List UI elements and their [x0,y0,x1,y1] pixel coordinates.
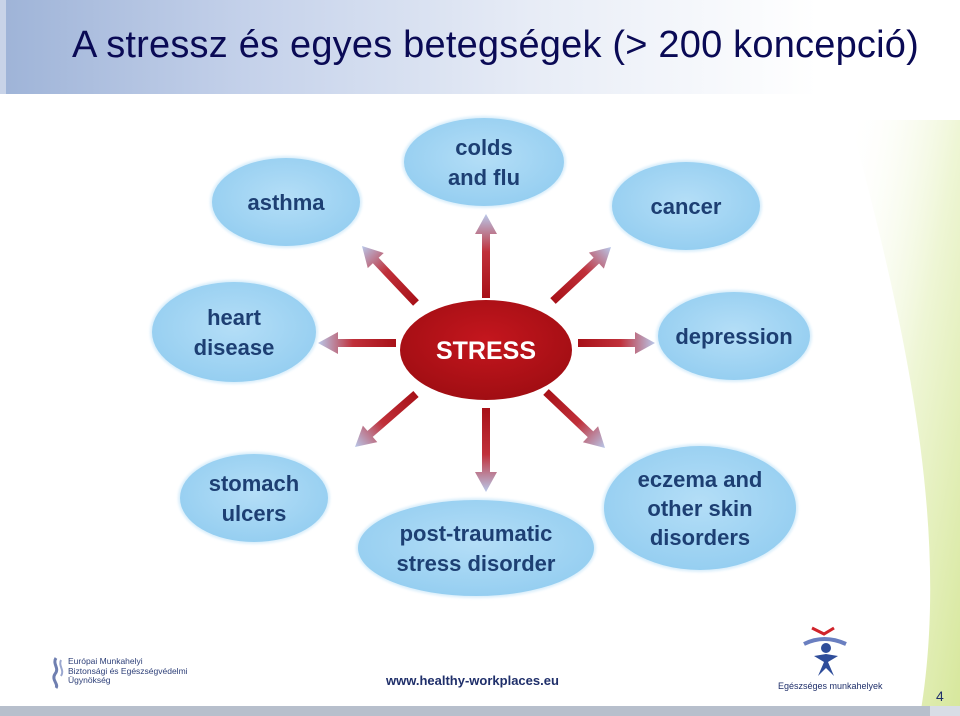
stress-center-label: STRESS [436,337,536,365]
page-number: 4 [936,688,944,704]
agency-name: Európai Munkahelyi Biztonsági és Egészsé… [68,656,188,685]
arrow-ptsd [475,408,497,492]
title-left-band [0,0,6,94]
node-eczema-label-0: eczema and [638,467,763,492]
arrow-asthma [362,246,419,306]
node-heart: heart disease [150,280,318,384]
node-eczema-label-2: disorders [650,525,750,550]
node-ptsd-label-1: stress disorder [397,551,556,576]
node-colds: colds and flu [402,116,566,208]
arrow-eczema [543,389,605,448]
node-eczema-label-1: other skin [647,496,752,521]
node-heart-label-0: heart [207,305,261,330]
node-cancer-label-0: cancer [651,194,722,219]
stress-center: STRESS [400,300,572,400]
node-depression: depression [656,290,812,382]
node-ptsd-label-0: post-traumatic [400,521,553,546]
decorative-green-swoosh [850,120,960,716]
node-stomach-label-1: ulcers [222,501,287,526]
arrow-stomach [355,390,419,447]
node-heart-label-1: disease [194,335,275,360]
bottom-bar-accent [0,706,930,716]
slide-title: A stressz és egyes betegségek (> 200 kon… [72,24,919,66]
node-stomach: stomach ulcers [178,452,330,544]
node-depression-label-0: depression [675,324,792,349]
node-colds-label-0: colds [455,135,512,160]
campaign-name: Egészséges munkahelyek [778,681,883,691]
agency-logo [52,657,64,689]
footer-url[interactable]: www.healthy-workplaces.eu [386,673,559,688]
node-asthma: asthma [210,156,362,248]
node-ptsd: post-traumatic stress disorder [356,498,596,598]
node-eczema: eczema and other skin disorders [602,444,798,572]
arrow-depression [578,332,655,354]
node-colds-label-1: and flu [448,165,520,190]
arrow-heart [318,332,396,354]
node-stomach-label-0: stomach [209,471,299,496]
arrow-cancer [550,246,612,304]
node-cancer: cancer [610,160,762,252]
healthy-workplaces-logo [803,626,847,676]
node-asthma-label-0: asthma [247,190,325,215]
title-bar [6,0,960,94]
arrow-colds [475,214,497,298]
